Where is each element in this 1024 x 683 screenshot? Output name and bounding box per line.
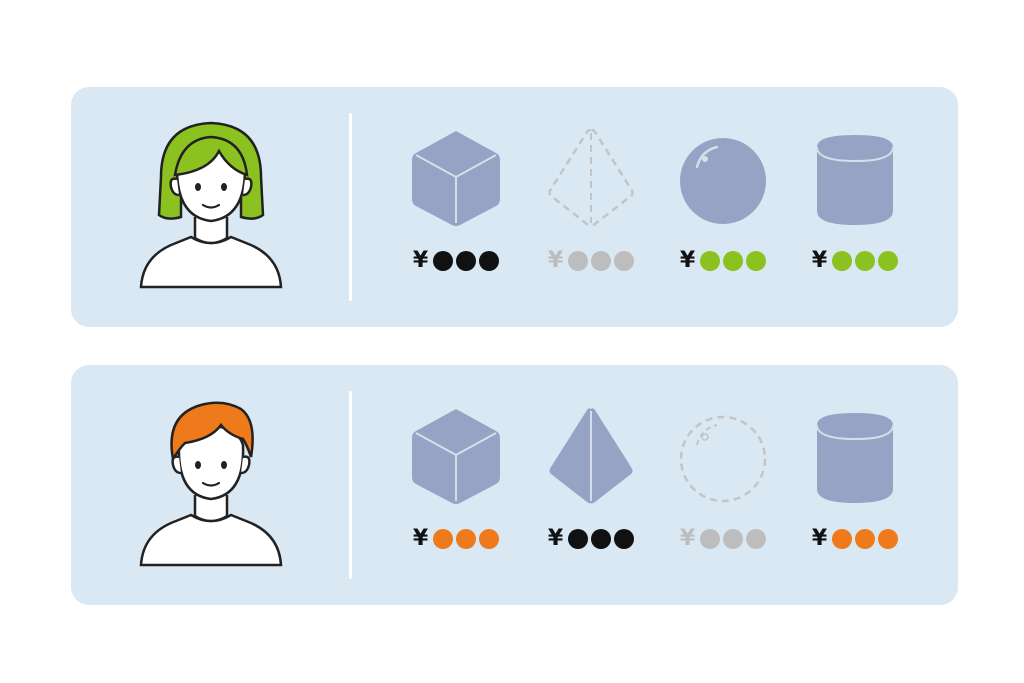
yen-sign: ¥ [811,248,828,273]
price-dot [723,251,744,271]
comparison-card-2: ¥ ¥ ¥ ¥ [71,365,958,605]
yen-sign: ¥ [547,526,564,551]
price-dot [568,529,589,549]
item-pyramid-unavailable: ¥ [536,127,646,277]
cylinder-icon [816,135,894,225]
price-dot [591,251,612,271]
pyramid-outline-icon [548,128,634,227]
price-rating: ¥ [668,525,778,553]
price-rating: ¥ [800,247,910,275]
price-dot [878,251,899,271]
price-dot [568,251,589,271]
item-cylinder: ¥ [800,127,910,277]
price-rating: ¥ [800,525,910,553]
item-cube: ¥ [401,127,511,277]
pyramid-icon [549,408,633,504]
price-dot [832,251,853,271]
price-dot [746,529,767,549]
price-dot [855,529,876,549]
sphere-icon [680,138,766,224]
cube-icon [412,131,500,226]
price-dot [700,529,721,549]
comparison-card-1: ¥ ¥ ¥ ¥ [71,87,958,327]
price-rating: ¥ [536,247,646,275]
price-dot [591,529,612,549]
price-dot [832,529,853,549]
price-dot [479,529,500,549]
price-dot [614,529,635,549]
price-rating: ¥ [668,247,778,275]
yen-sign: ¥ [679,526,696,551]
price-rating: ¥ [401,525,511,553]
price-rating: ¥ [536,525,646,553]
divider [349,113,352,301]
yen-sign: ¥ [547,248,564,273]
yen-sign: ¥ [412,248,429,273]
cube-icon [412,409,500,504]
divider [349,391,352,579]
item-pyramid: ¥ [536,405,646,555]
item-sphere: ¥ [668,127,778,277]
sphere-outline-icon [679,415,767,503]
price-dot [433,251,454,271]
cylinder-icon [816,413,894,503]
price-dot [746,251,767,271]
yen-sign: ¥ [412,526,429,551]
price-dot [456,529,477,549]
price-dot [479,251,500,271]
woman-avatar-icon [139,121,283,289]
price-dot [433,529,454,549]
price-dot [878,529,899,549]
price-dot [700,251,721,271]
price-dot [723,529,744,549]
item-sphere-unavailable: ¥ [668,405,778,555]
man-avatar-icon [139,401,283,567]
item-cube: ¥ [401,405,511,555]
item-cylinder: ¥ [800,405,910,555]
yen-sign: ¥ [811,526,828,551]
yen-sign: ¥ [679,248,696,273]
price-dot [614,251,635,271]
price-dot [456,251,477,271]
price-rating: ¥ [401,247,511,275]
price-dot [855,251,876,271]
